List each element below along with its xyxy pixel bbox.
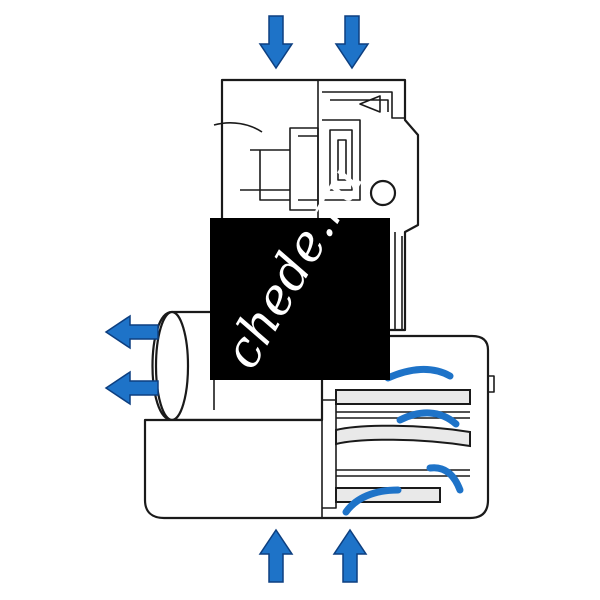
arrow-left-icon [104, 370, 159, 406]
arrow-down-icon [334, 15, 370, 70]
exhaust-duct-rim [154, 310, 190, 422]
upper-rotor-stack [289, 119, 361, 211]
side-clip [488, 375, 495, 393]
arrow-down-icon [258, 15, 294, 70]
flow-arrow-2 [396, 409, 460, 428]
arrow-up-icon [258, 528, 294, 583]
fan-hub [322, 399, 337, 509]
internal-airflow [342, 365, 464, 516]
watermark-box [210, 218, 390, 380]
flow-arrow-3 [426, 464, 464, 494]
impeller-middle [335, 424, 471, 448]
arrow-left-icon [104, 314, 159, 350]
external-arrows [104, 15, 370, 583]
impeller-top [335, 389, 471, 405]
bearing [369, 179, 397, 207]
upper-stator [322, 91, 404, 119]
flow-arrow-1 [384, 365, 454, 382]
upper-brush-bracket [213, 122, 290, 201]
arrow-up-icon [332, 528, 368, 583]
flow-arrow-4 [342, 486, 402, 516]
lower-housing [143, 334, 490, 520]
armature-shaft [394, 232, 403, 330]
